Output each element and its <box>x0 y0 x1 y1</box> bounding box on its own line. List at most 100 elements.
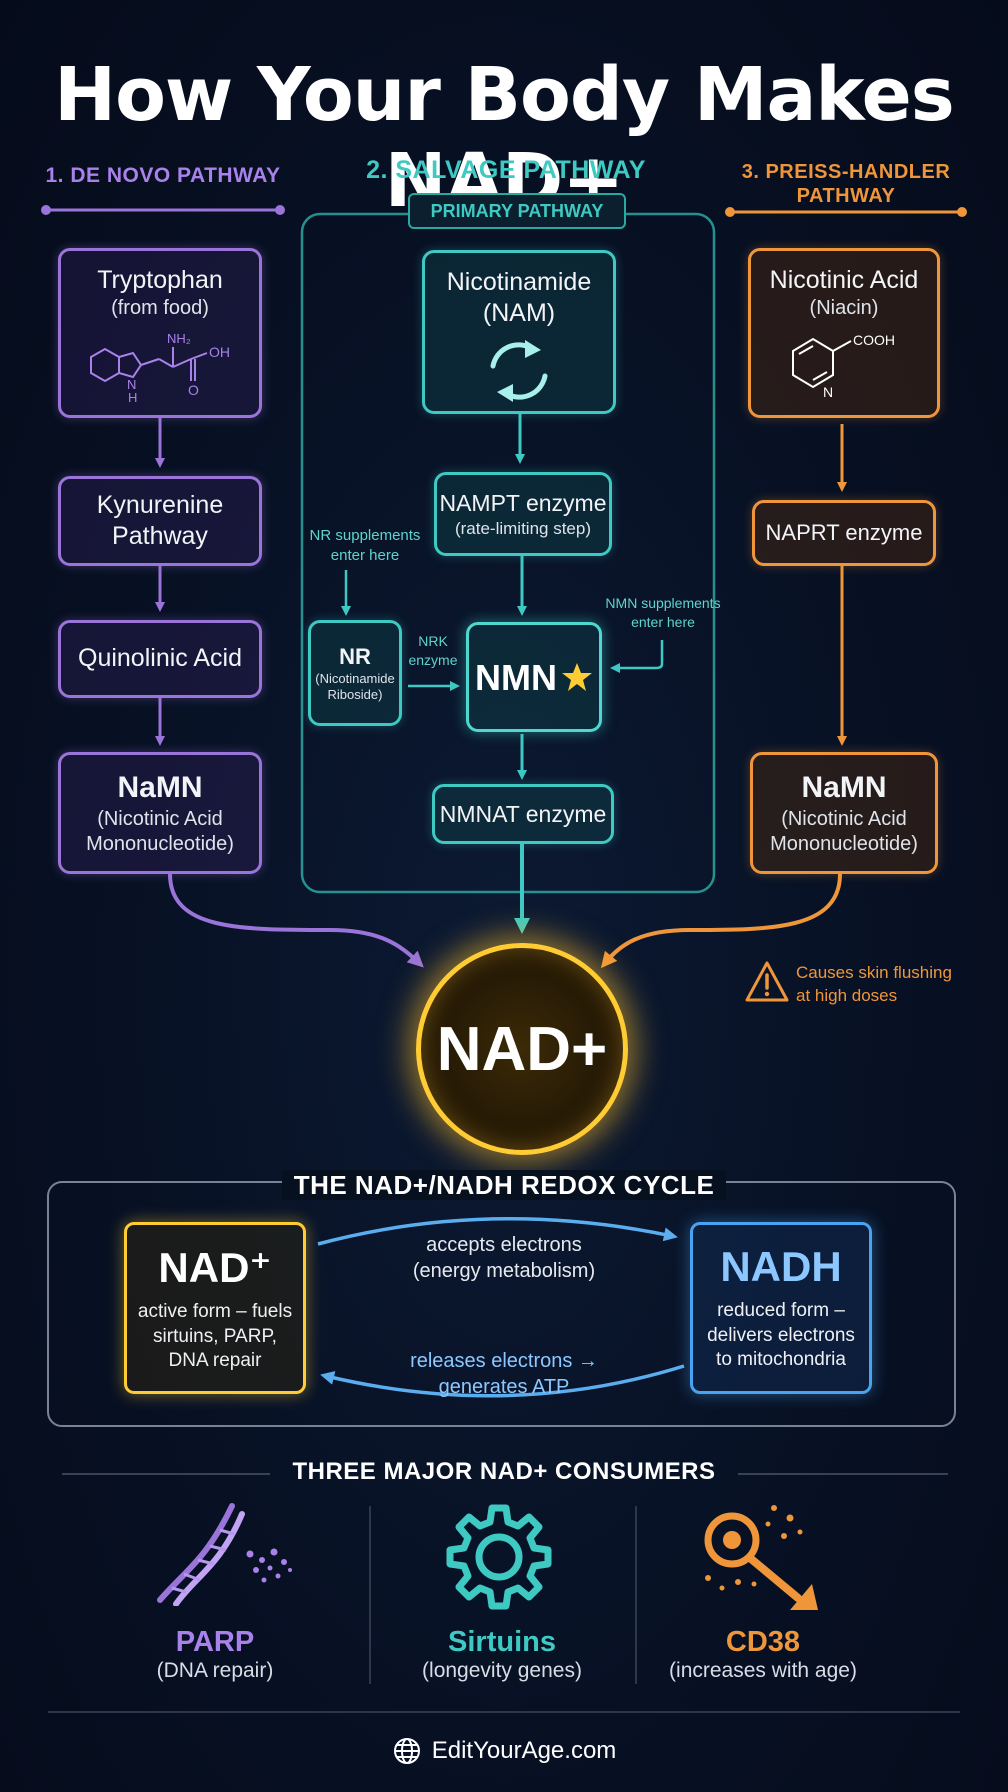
nr-note-line1: NR supplements <box>309 527 421 544</box>
tryptophan-label: Tryptophan <box>97 266 223 294</box>
nmn-supplements-note: NMN supplements enter here <box>596 594 730 632</box>
globe-icon <box>393 1738 420 1764</box>
nad-core-circle: NAD+ <box>416 943 628 1155</box>
naprt-label: NAPRT enzyme <box>765 520 923 546</box>
nicotinic-acid-cooh: COOH <box>853 332 895 348</box>
consumer-parp-sub: (DNA repair) <box>156 1659 274 1682</box>
top-arrow-line2: (energy metabolism) <box>412 1260 596 1282</box>
bottom-arrow-line1: releases electrons → <box>410 1350 598 1372</box>
preiss-header-line2: PATHWAY <box>796 185 896 207</box>
page-title: How Your Body Makes NAD+ <box>54 52 955 224</box>
footer: EditYourAge.com <box>370 1734 638 1768</box>
quinolinic-label: Quinolinic Acid <box>78 644 242 673</box>
consumer-cd38-name: CD38 <box>725 1626 801 1658</box>
nicotinamide-label: Nicotinamide <box>446 268 592 296</box>
enzyme-scissor-icon <box>694 1498 830 1614</box>
nmnat-label: NMNAT enzyme <box>439 800 607 827</box>
nampt-sub: (rate-limiting step) <box>454 518 592 538</box>
naprt-node: NAPRT enzyme <box>752 500 936 566</box>
kynurenine-line1: Kynurenine <box>96 490 224 519</box>
namn-orange-line1: (Nicotinic Acid <box>781 807 907 830</box>
footer-site-link[interactable]: EditYourAge.com <box>431 1737 617 1764</box>
nmn-label: NMN <box>475 656 557 698</box>
redox-header: THE NAD+/NADH REDOX CYCLE <box>282 1170 726 1200</box>
nadh-redox-line3: to mitochondria <box>716 1349 846 1371</box>
nadh-redox-line1: reduced form – <box>717 1300 845 1321</box>
nicotinamide-sub: (NAM) <box>482 299 556 328</box>
nampt-node: NAMPT enzyme (rate-limiting step) <box>434 472 612 556</box>
nicotinic-acid-n: N <box>823 384 833 400</box>
namn-purple-line1: (Nicotinic Acid <box>97 807 223 830</box>
tryptophan-node: Tryptophan (from food) NH₂ OH O N H <box>58 248 262 418</box>
salvage-header: 2. SALVAGE PATHWAY <box>366 156 646 184</box>
namn-purple-line2: Mononucleotide) <box>86 832 234 855</box>
nicotinic-acid-sub: (Niacin) <box>809 297 879 320</box>
kynurenine-line2: Pathway <box>112 522 208 550</box>
nad-redox-line3: DNA repair <box>168 1350 262 1372</box>
dna-icon <box>146 1500 302 1607</box>
preiss-header-line1: 3. PREISS-HANDLER <box>741 161 951 183</box>
gear-icon <box>438 1496 560 1618</box>
primary-pathway-badge: PRIMARY PATHWAY <box>408 193 626 229</box>
namn-orange-line2: Mononucleotide) <box>770 832 918 855</box>
tryptophan-h: H <box>128 390 137 405</box>
consumer-cd38-sub: (increases with age) <box>669 1659 857 1682</box>
consumer-sirtuins-sub: (longevity genes) <box>422 1659 582 1682</box>
warning-line1: Causes skin flushing <box>796 963 952 982</box>
nicotinic-acid-structure-icon: COOH N <box>792 332 895 400</box>
preiss-header: 3. PREISS-HANDLER PATHWAY <box>722 160 970 208</box>
tryptophan-n: N <box>127 377 136 392</box>
nr-node: NR (Nicotinamide Riboside) <box>308 620 402 726</box>
warning-icon <box>744 960 790 1004</box>
namn-purple-node: NaMN (Nicotinic Acid Mononucleotide) <box>58 752 262 874</box>
nad-redox-label: NAD⁺ <box>158 1244 272 1291</box>
nampt-label: NAMPT enzyme <box>439 490 607 516</box>
nicotinic-acid-node: Nicotinic Acid (Niacin) COOH N <box>748 248 940 418</box>
nicotinic-acid-label: Nicotinic Acid <box>769 266 919 294</box>
flushing-warning: Causes skin flushing at high doses <box>796 962 976 1008</box>
nr-supplements-note: NR supplements enter here <box>308 526 422 567</box>
consumer-sirtuins: Sirtuins (longevity genes) <box>384 1626 620 1683</box>
nadh-redox-line2: delivers electrons <box>707 1324 855 1346</box>
nmnat-node: NMNAT enzyme <box>432 784 614 844</box>
nrk-line1: NRK <box>418 633 448 649</box>
namn-orange-node: NaMN (Nicotinic Acid Mononucleotide) <box>750 752 938 874</box>
nad-redox-line1: active form – fuels <box>137 1301 293 1322</box>
nr-line1: (Nicotinamide <box>315 670 395 686</box>
kynurenine-node: Kynurenine Pathway <box>58 476 262 566</box>
consumer-sirtuins-name: Sirtuins <box>448 1626 556 1658</box>
nadh-redox-label: NADH <box>720 1243 842 1290</box>
quinolinic-acid-node: Quinolinic Acid <box>58 620 262 698</box>
nmn-node: NMN <box>466 622 602 732</box>
consumer-cd38: CD38 (increases with age) <box>650 1626 876 1683</box>
consumer-parp-name: PARP <box>175 1626 255 1658</box>
accepts-electrons-label: accepts electrons (energy metabolism) <box>356 1232 652 1284</box>
nadh-redox-box: NADH reduced form – delivers electrons t… <box>690 1222 872 1394</box>
nrk-enzyme-label: NRK enzyme <box>406 632 460 670</box>
nr-line2: Riboside) <box>327 686 383 702</box>
consumers-header: THREE MAJOR NAD+ CONSUMERS <box>292 1458 716 1485</box>
nad-redox-box: NAD⁺ active form – fuels sirtuins, PARP,… <box>124 1222 306 1394</box>
namn-purple-label: NaMN <box>117 771 203 805</box>
tryptophan-nh2: NH₂ <box>167 331 191 346</box>
bottom-arrow-line2: generates ATP <box>438 1376 570 1398</box>
consumer-parp: PARP (DNA repair) <box>100 1626 330 1683</box>
tryptophan-structure-icon: NH₂ OH O N H <box>90 331 230 405</box>
de-novo-header: 1. DE NOVO PATHWAY <box>45 164 281 187</box>
nr-label: NR <box>339 644 371 669</box>
nr-note-line2: enter here <box>330 547 400 565</box>
tryptophan-oh: OH <box>209 344 230 360</box>
namn-orange-label: NaMN <box>801 771 887 805</box>
recycle-arrows-icon <box>490 339 548 402</box>
star-icon <box>561 663 592 691</box>
tryptophan-sub: (from food) <box>111 297 209 320</box>
tryptophan-o: O <box>188 382 199 398</box>
nad-redox-line2: sirtuins, PARP, <box>153 1325 277 1347</box>
nrk-line2: enzyme <box>408 651 458 668</box>
nicotinamide-node: Nicotinamide (NAM) <box>422 250 616 414</box>
top-arrow-line1: accepts electrons <box>426 1234 582 1256</box>
nmn-note-line2: enter here <box>631 613 695 630</box>
releases-electrons-label: releases electrons → generates ATP <box>356 1348 652 1400</box>
warning-line2: at high doses <box>796 985 898 1005</box>
